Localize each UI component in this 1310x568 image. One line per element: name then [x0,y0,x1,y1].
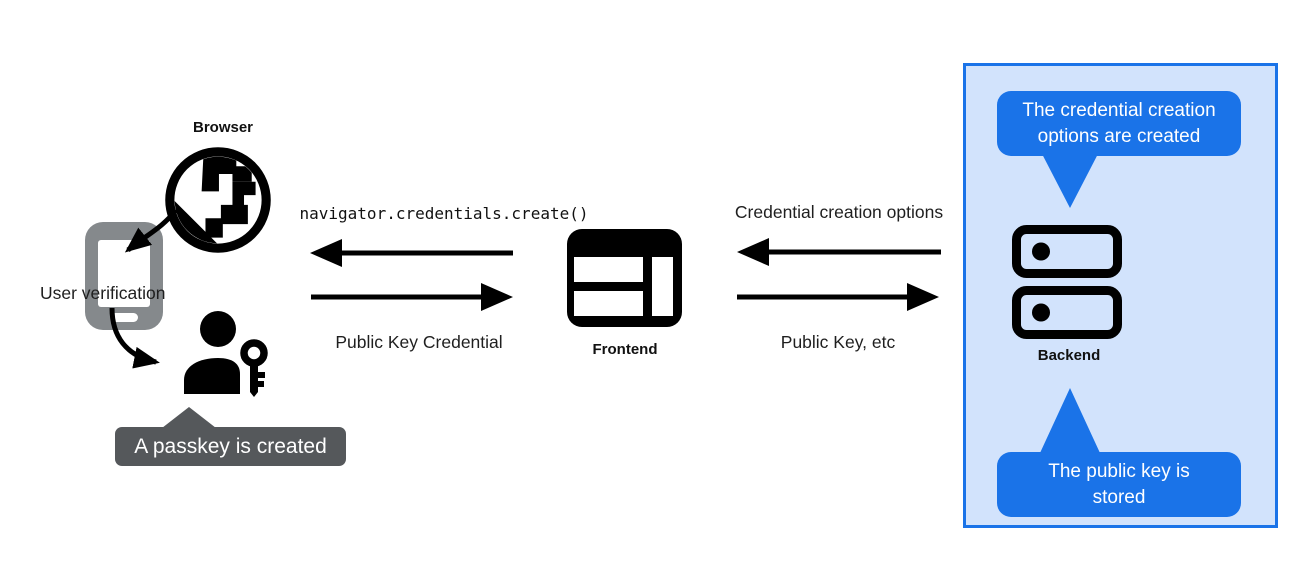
public-key-stored-callout-tail [1040,388,1100,453]
browser-window-icon [567,229,682,327]
arrow-browser-to-phone [124,208,178,253]
passkey-created-callout: A passkey is created [115,407,346,466]
user-verification-label: User verification [40,283,166,303]
public-key-credential-label: Public Key Credential [335,332,503,352]
arrow-create-call [310,239,513,267]
backend-label: Backend [1037,347,1101,364]
frontend-label: Frontend [592,341,658,358]
arrow-phone-to-passkey [109,307,160,369]
passkey-created-text: A passkey is created [134,435,327,458]
phone-home-bar [111,313,138,322]
person-key-icon [184,311,268,397]
arrow-public-key-etc [737,283,939,311]
arrow-credential-creation-options [737,238,941,266]
backend-panel: The credential creation options are crea… [963,63,1278,528]
globe-icon [165,147,271,253]
browser-label: Browser [192,119,254,136]
options-created-callout-tail [1040,150,1100,208]
options-created-callout: The credential creation options are crea… [997,91,1241,157]
arrow-public-key-credential [311,283,513,311]
public-key-etc-label: Public Key, etc [780,332,896,352]
passkey-created-callout-tail [162,407,216,428]
api-call-label: navigator.credentials.create() [299,204,589,223]
public-key-stored-callout: The public key is stored [997,452,1241,518]
server-stack-icon [1012,225,1122,339]
credential-creation-options-label: Credential creation options [734,202,944,222]
